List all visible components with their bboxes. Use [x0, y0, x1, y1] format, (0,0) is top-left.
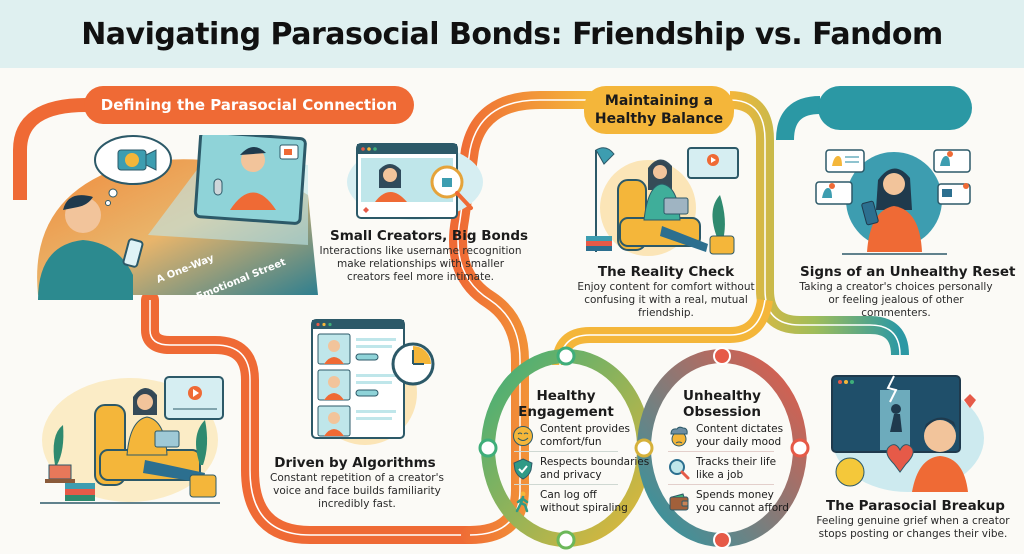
unhealthy-item-tracks-line2: like a job: [696, 468, 744, 481]
card-desc-breakup: Feeling genuine grief when a creator sto…: [816, 515, 1010, 540]
healthy-item-log-off-line1: Can log off: [540, 489, 597, 501]
shield-check-icon: [513, 457, 533, 480]
section-pill-defining: Defining the Parasocial Connection: [84, 86, 414, 124]
crying-person-broken-heart-icon: [831, 375, 984, 492]
section-pill-balance-line2: Healthy Balance: [594, 111, 724, 127]
one-way-street-illustration: A One-Way Emotional Street: [37, 135, 318, 303]
divider: [514, 451, 618, 452]
person-with-phone-icon: [38, 195, 144, 300]
wallet-icon: [669, 492, 689, 510]
unhealthy-title-line2: Obsession: [683, 404, 761, 420]
unhealthy-item-money-line2: you cannot afford: [696, 501, 789, 514]
section-pill-balance: Maintaining a Healthy Balance: [584, 86, 734, 134]
notification-bubble-icon: [825, 149, 865, 173]
card-title-breakup: The Parasocial Breakup: [826, 498, 1005, 514]
unhealthy-item-mood-line2: your daily mood: [696, 435, 782, 448]
healthy-item-comfort-line2: comfort/fun: [540, 435, 602, 448]
card-desc-algorithms: Constant repetition of a creator's voice…: [270, 472, 444, 510]
header-banner: Navigating Parasocial Bonds: Friendship …: [0, 0, 1024, 68]
walking-person-icon: [515, 491, 529, 512]
divider: [514, 484, 618, 485]
card-title-reality-check: The Reality Check: [597, 264, 735, 280]
healthy-item-log-off-line2: without spiraling: [540, 501, 628, 514]
card-title-unhealthy-reset: Signs of an Unhealthy Reset: [800, 264, 1016, 280]
divider: [668, 484, 774, 485]
card-desc-small-creators: Interactions like username recognition m…: [319, 245, 522, 283]
browser-creator-waving-icon: [347, 143, 483, 220]
unhealthy-item-money-line1: Spends money: [696, 489, 774, 501]
page-title: Navigating Parasocial Bonds: Friendship …: [81, 16, 943, 52]
card-desc-unhealthy-reset: Taking a creator's choices personally or…: [799, 281, 993, 319]
card-title-small-creators: Small Creators, Big Bonds: [330, 228, 529, 244]
section-pill-balance-line1: Maintaining a: [604, 93, 714, 109]
anxious-woman-notifications-icon: [815, 149, 971, 255]
card-desc-reality-check: Enjoy content for comfort without confus…: [577, 281, 755, 319]
section-pill-unhealthy: [818, 86, 972, 130]
healthy-title-line1: Healthy: [536, 388, 596, 404]
divider: [668, 451, 774, 452]
healthy-engagement-title: Healthy Engagement: [516, 388, 616, 420]
feed-with-clock-icon: [311, 319, 435, 445]
woman-reading-tablet-icon: [586, 147, 739, 256]
smiley-icon: [513, 425, 533, 446]
woman-in-armchair-with-tablet-icon: [40, 376, 224, 504]
healthy-item-boundaries-line1: Respects boundaries: [540, 456, 650, 468]
thought-bubble-camera-icon: [94, 135, 172, 206]
unhealthy-item-mood-line1: Content dictates: [696, 423, 784, 435]
unhealthy-obsession-title: Unhealthy Obsession: [672, 388, 772, 420]
storm-cloud-face-icon: [670, 426, 688, 446]
healthy-item-boundaries-line2: and privacy: [540, 468, 602, 481]
creator-screen-icon: [193, 135, 307, 225]
healthy-title-line2: Engagement: [518, 404, 614, 420]
unhealthy-item-tracks-line1: Tracks their life: [696, 456, 777, 468]
healthy-item-comfort-line1: Content provides: [540, 423, 630, 435]
section-pill-defining-label: Defining the Parasocial Connection: [100, 96, 398, 114]
magnifier-icon: [669, 458, 690, 479]
unhealthy-title-line1: Unhealthy: [683, 388, 761, 404]
card-title-algorithms: Driven by Algorithms: [274, 455, 436, 471]
